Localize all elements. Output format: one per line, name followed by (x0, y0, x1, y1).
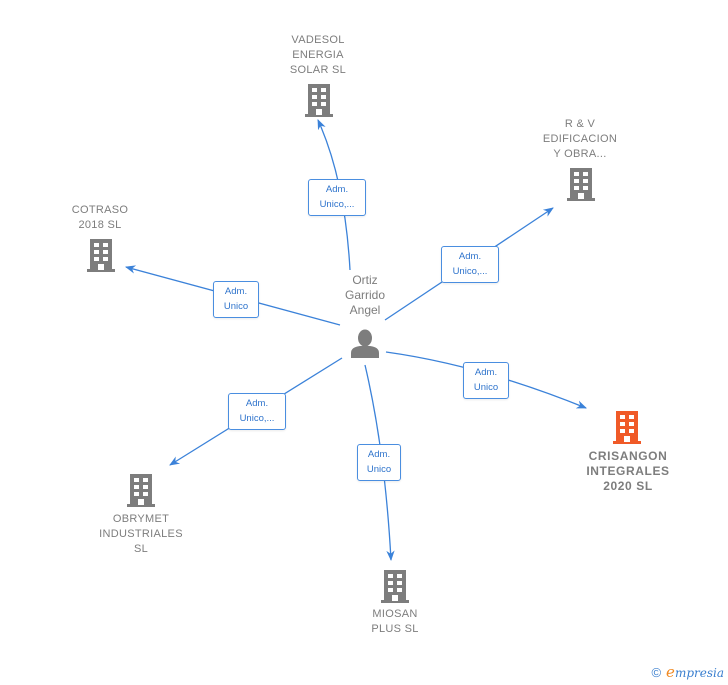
brand-logo: empresia (666, 663, 724, 681)
company-label-vadesol[interactable]: VADESOL ENERGIA SOLAR SL (289, 34, 347, 76)
company-label-rv[interactable]: R & V EDIFICACION Y OBRA... (542, 118, 618, 160)
person-icon[interactable] (351, 329, 379, 359)
building-icon[interactable] (305, 84, 333, 117)
company-label-crisangon[interactable]: CRISANGON INTEGRALES 2020 SL (586, 449, 670, 493)
building-icon[interactable] (127, 474, 155, 507)
building-icon[interactable] (381, 570, 409, 603)
edge-label-vadesol[interactable]: Adm. Unico,... (308, 179, 366, 216)
company-label-cotraso[interactable]: COTRASO 2018 SL (71, 204, 129, 231)
edge-label-crisangon[interactable]: Adm. Unico (463, 362, 509, 399)
edge-label-obrymet[interactable]: Adm. Unico,... (228, 393, 286, 430)
company-label-miosan[interactable]: MIOSAN PLUS SL (371, 608, 419, 635)
copyright-icon: © (651, 664, 662, 680)
edge-label-rv[interactable]: Adm. Unico,... (441, 246, 499, 283)
person-name[interactable]: Ortiz Garrido Angel (344, 273, 385, 317)
edge-label-miosan[interactable]: Adm. Unico (357, 444, 401, 481)
footer-branding[interactable]: © empresia (651, 663, 724, 681)
building-icon-highlighted[interactable] (613, 411, 641, 444)
company-label-obrymet[interactable]: OBRYMET INDUSTRIALES SL (99, 513, 183, 555)
building-icon[interactable] (567, 168, 595, 201)
building-icon[interactable] (87, 239, 115, 272)
edge-label-cotraso[interactable]: Adm. Unico (213, 281, 259, 318)
